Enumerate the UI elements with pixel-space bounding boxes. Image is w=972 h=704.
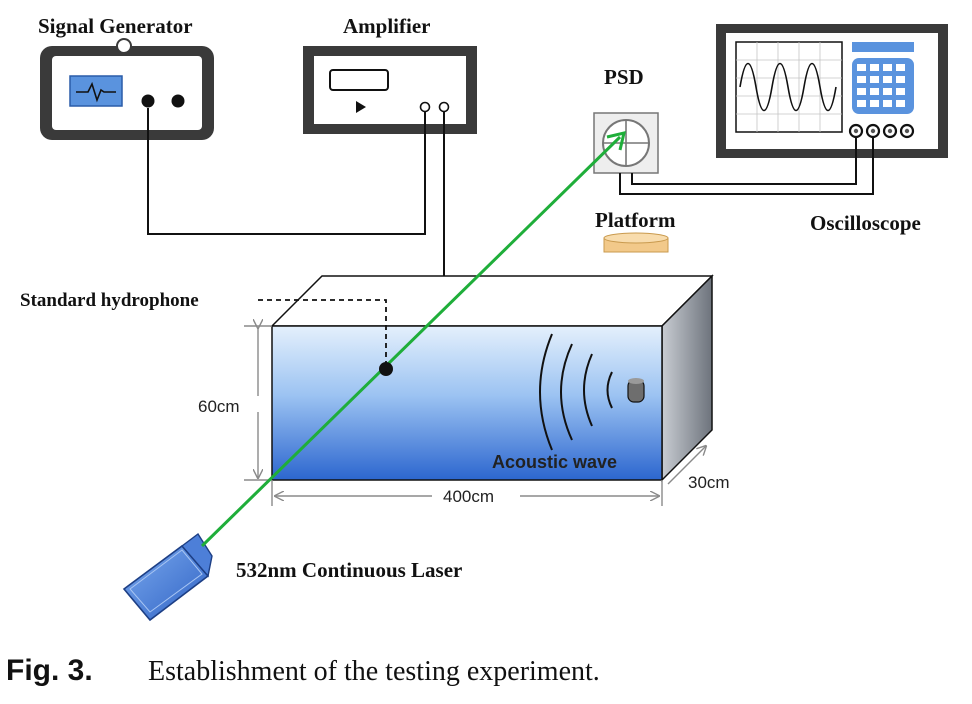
- platform: [603, 232, 669, 253]
- amplifier: [303, 46, 477, 134]
- length-dimension: [271, 480, 663, 506]
- cable-psd-to-oscilloscope-2: [631, 137, 857, 185]
- laser-source: [122, 532, 213, 622]
- amplifier-port-1: [419, 101, 431, 113]
- oscilloscope-sine-wave: [739, 62, 837, 112]
- standard-hydrophone-point: [379, 362, 393, 376]
- amplifier-label: Amplifier: [343, 14, 430, 38]
- standard-hydrophone-label: Standard hydrophone: [20, 290, 199, 311]
- width-dimension-label: 30cm: [688, 473, 730, 492]
- amplifier-display: [329, 69, 389, 91]
- platform-label: Platform: [595, 208, 676, 232]
- signal-generator-label: Signal Generator: [38, 14, 193, 38]
- signal-generator-output-port: [141, 94, 155, 108]
- width-dimension: [667, 446, 706, 485]
- length-dimension-label: 400cm: [443, 487, 494, 506]
- caption-label: Fig. 3.: [6, 654, 93, 687]
- amplifier-port-2: [438, 101, 450, 113]
- signal-generator: [40, 38, 214, 140]
- signal-generator-top-knob: [116, 38, 132, 54]
- oscilloscope-top-bar: [852, 42, 914, 52]
- acoustic-wave-label: Acoustic wave: [492, 452, 617, 472]
- water-tank: [270, 274, 714, 482]
- acoustic-wave-arcs: [539, 333, 613, 451]
- height-dimension: [244, 326, 272, 481]
- oscilloscope-label: Oscilloscope: [810, 211, 921, 235]
- laser-beam: [200, 135, 622, 548]
- tank-front-face: [271, 325, 663, 481]
- hydrophone-receiver: [627, 378, 645, 403]
- signal-generator-screen: [69, 75, 123, 107]
- height-dimension-label: 60cm: [198, 397, 240, 416]
- play-icon: [356, 101, 366, 113]
- signal-generator-port-2: [171, 94, 185, 108]
- cable-signal-to-amplifier: [147, 108, 426, 235]
- standard-hydrophone-leader: [258, 299, 387, 368]
- oscilloscope-screen: [735, 41, 843, 133]
- pulse-waveform-icon: [76, 81, 116, 103]
- psd-detector: [593, 112, 659, 174]
- laser-label: 532nm Continuous Laser: [236, 558, 462, 582]
- keypad-buttons: [857, 64, 905, 107]
- cable-psd-to-oscilloscope-1: [619, 137, 874, 195]
- psd-label: PSD: [604, 65, 644, 89]
- oscilloscope: [716, 24, 948, 158]
- laser-beam-arrowhead: [606, 130, 627, 151]
- caption-text: Establishment of the testing experiment.: [148, 656, 600, 687]
